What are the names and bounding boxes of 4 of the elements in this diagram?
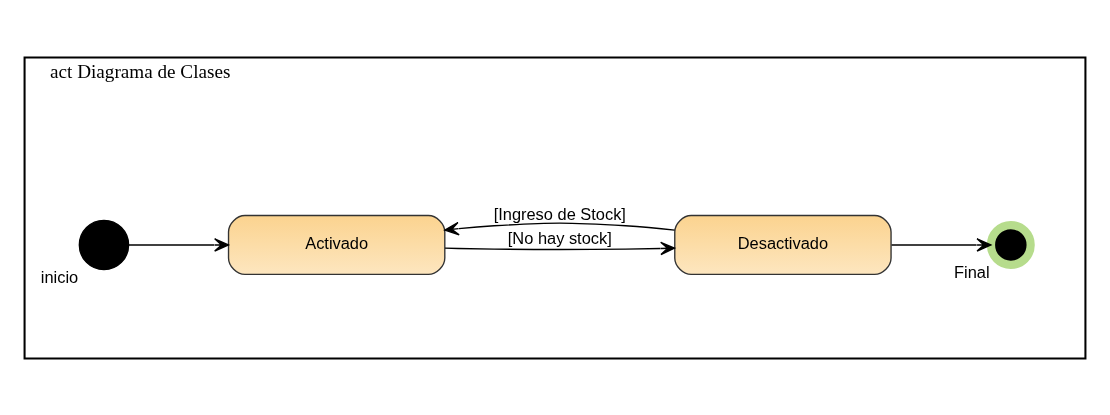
edge-label: [No hay stock]: [507, 228, 612, 247]
edge-label: [Ingreso de Stock]: [493, 204, 626, 223]
node-label: inicio: [40, 267, 79, 286]
node-label: Final: [954, 262, 990, 281]
